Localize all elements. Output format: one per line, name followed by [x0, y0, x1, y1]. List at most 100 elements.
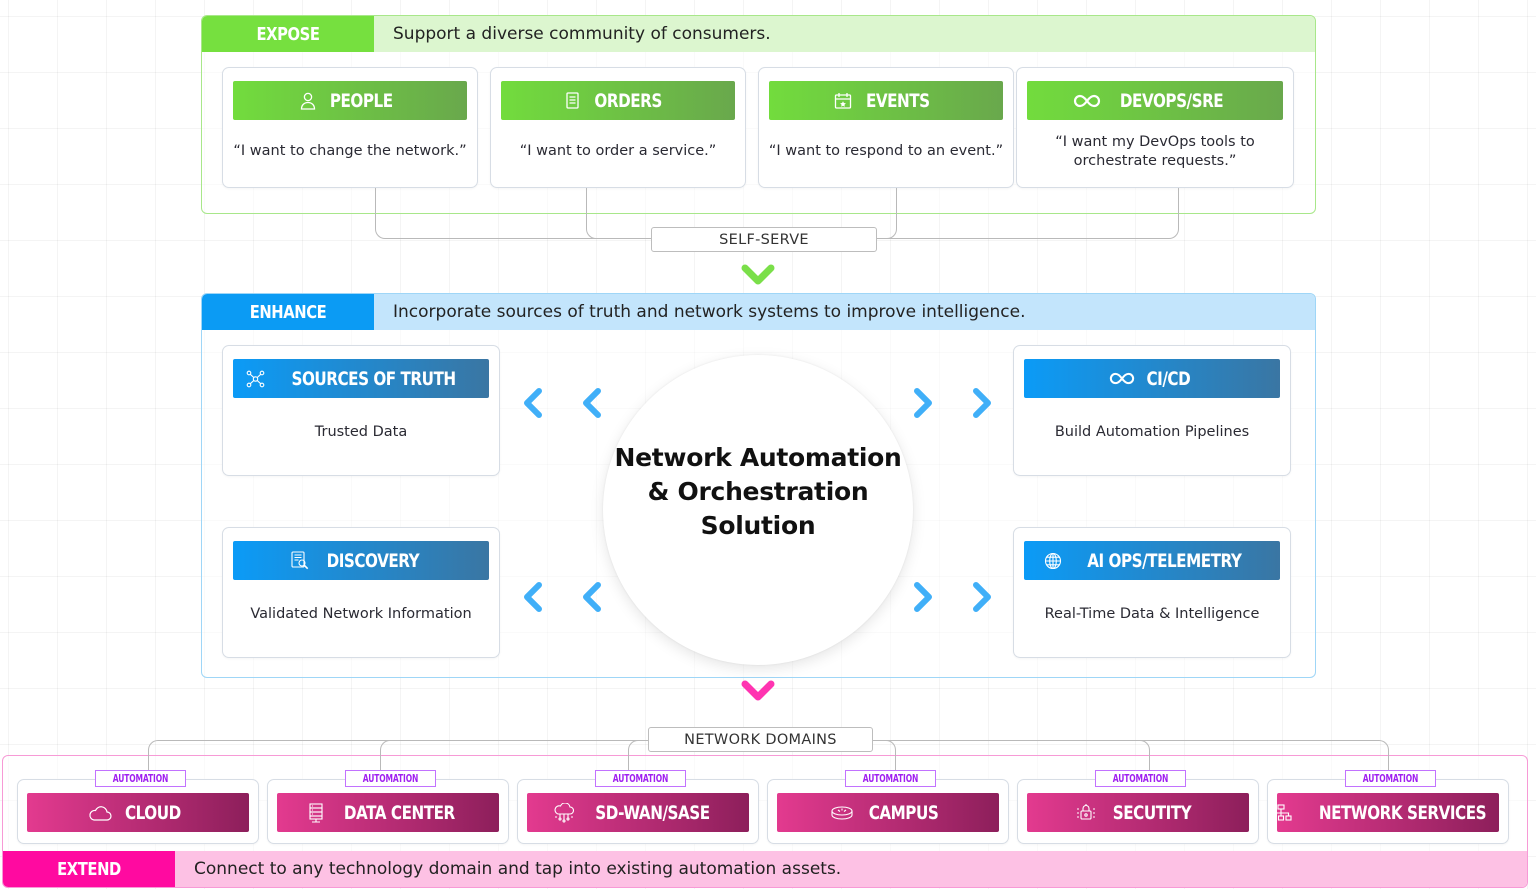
chevron-left-icon: [583, 582, 601, 612]
card-discovery-header: DISCOVERY: [233, 541, 489, 580]
chevron-left-icon: [583, 388, 601, 418]
card-cicd-title: CI/CD: [1146, 367, 1190, 390]
domain-card-data-center[interactable]: DATA CENTER: [267, 779, 509, 844]
card-sources-of-truth[interactable]: SOURCES OF TRUTH Trusted Data: [222, 345, 500, 476]
card-cicd[interactable]: CI/CD Build Automation Pipelines: [1013, 345, 1291, 476]
cloud-icon: [88, 805, 112, 821]
chevron-right-icon: [973, 582, 991, 612]
card-cicd-header: CI/CD: [1024, 359, 1280, 398]
network-nodes-icon: [246, 370, 265, 388]
connector-line: [628, 740, 648, 771]
automation-tag: AUTOMATION: [595, 770, 686, 787]
card-orders-text: “I want to order a service.”: [519, 143, 717, 159]
card-people[interactable]: PEOPLE “I want to change the network.”: [222, 67, 478, 188]
connector-line: [877, 188, 1179, 239]
domain-security-header: SECUTITY: [1027, 793, 1249, 832]
card-people-title: PEOPLE: [329, 89, 393, 112]
card-events-header: EVENTS: [769, 81, 1003, 120]
network-domains-label: NETWORK DOMAINS: [648, 727, 873, 752]
domain-card-network-services[interactable]: NETWORK SERVICES: [1267, 779, 1509, 844]
domain-data-center-header: DATA CENTER: [277, 793, 499, 832]
card-cicd-text: Build Automation Pipelines: [1054, 424, 1250, 440]
connector-line: [586, 188, 651, 239]
lock-shield-icon: [1075, 803, 1097, 823]
card-people-header: PEOPLE: [233, 81, 467, 120]
connector-line: [380, 740, 648, 771]
chevron-right-icon: [914, 388, 932, 418]
card-discovery-title: DISCOVERY: [326, 549, 420, 572]
card-aiops[interactable]: AI OPS/TELEMETRY Real-Time Data & Intell…: [1013, 527, 1291, 658]
domain-sdwan-header: SD-WAN/SASE: [527, 793, 749, 832]
chevron-down-icon: [741, 264, 775, 285]
chevron-right-icon: [914, 582, 932, 612]
domain-cloud-title: CLOUD: [125, 801, 181, 824]
card-aiops-text: Real-Time Data & Intelligence: [1044, 606, 1260, 622]
extend-footer: EXTEND Connect to any technology domain …: [3, 851, 1527, 887]
expose-tag: EXPOSE: [256, 23, 320, 45]
connector-line: [873, 740, 1389, 771]
enhance-description: Incorporate sources of truth and network…: [374, 294, 1315, 330]
automation-tag: AUTOMATION: [1095, 770, 1186, 787]
domain-sdwan-title: SD-WAN/SASE: [594, 801, 710, 824]
hierarchy-icon: [1269, 803, 1292, 822]
card-discovery-text: Validated Network Information: [250, 606, 472, 622]
chevron-right-icon: [973, 388, 991, 418]
card-aiops-header: AI OPS/TELEMETRY: [1024, 541, 1280, 580]
card-devops-title: DEVOPS/SRE: [1120, 89, 1224, 112]
domain-cloud-header: CLOUD: [27, 793, 249, 832]
domain-card-campus[interactable]: CAMPUS: [767, 779, 1009, 844]
router-icon: [830, 805, 854, 821]
domain-card-cloud[interactable]: CLOUD: [17, 779, 259, 844]
automation-tag: AUTOMATION: [345, 770, 436, 787]
card-devops-header: DEVOPS/SRE: [1027, 81, 1283, 120]
domain-card-security[interactable]: SECUTITY: [1017, 779, 1259, 844]
server-rack-icon: [308, 802, 324, 823]
hub-title: Network Automation & Orchestration Solut…: [614, 443, 902, 540]
automation-tag: AUTOMATION: [1345, 770, 1436, 787]
card-orders-title: ORDERS: [594, 89, 663, 112]
chevron-left-icon: [524, 582, 542, 612]
card-sources-of-truth-title: SOURCES OF TRUTH: [291, 367, 456, 390]
solution-hub: Network Automation & Orchestration Solut…: [603, 355, 913, 665]
domain-network-services-header: NETWORK SERVICES: [1269, 793, 1499, 832]
card-people-text: “I want to change the network.”: [233, 143, 467, 159]
self-serve-label: SELF-SERVE: [651, 227, 877, 252]
card-events[interactable]: EVENTS “I want to respond to an event.”: [758, 67, 1014, 188]
expose-description: Support a diverse community of consumers…: [374, 16, 1315, 52]
chevron-left-icon: [524, 388, 542, 418]
extend-section: EXTEND Connect to any technology domain …: [2, 755, 1528, 888]
card-events-text: “I want to respond to an event.”: [768, 143, 1004, 159]
automation-tag: AUTOMATION: [95, 770, 186, 787]
card-orders[interactable]: ORDERS “I want to order a service.”: [490, 67, 746, 188]
extend-tag: EXTEND: [57, 858, 121, 880]
enhance-header: ENHANCE Incorporate sources of truth and…: [202, 294, 1315, 330]
extend-description: Connect to any technology domain and tap…: [175, 851, 1527, 887]
expose-header: EXPOSE Support a diverse community of co…: [202, 16, 1315, 52]
calendar-icon: [834, 92, 852, 109]
domain-data-center-title: DATA CENTER: [343, 801, 455, 824]
enhance-tag: ENHANCE: [249, 301, 327, 323]
domain-campus-header: CAMPUS: [777, 793, 999, 832]
domain-card-sdwan[interactable]: SD-WAN/SASE: [517, 779, 759, 844]
infinity-icon: [1109, 372, 1135, 385]
document-icon: [565, 92, 580, 109]
cloud-network-icon: [553, 802, 575, 823]
domain-campus-title: CAMPUS: [868, 801, 938, 824]
card-aiops-title: AI OPS/TELEMETRY: [1086, 549, 1242, 572]
card-sources-of-truth-header: SOURCES OF TRUTH: [233, 359, 489, 398]
card-orders-header: ORDERS: [501, 81, 735, 120]
globe-icon: [1044, 552, 1062, 570]
person-icon: [300, 92, 316, 110]
infinity-icon: [1073, 94, 1101, 108]
card-devops-text: “I want my DevOps tools to orchestrate r…: [1055, 134, 1255, 169]
automation-tag: AUTOMATION: [845, 770, 936, 787]
document-search-icon: [291, 551, 309, 570]
domain-network-services-title: NETWORK SERVICES: [1318, 801, 1486, 824]
card-devops[interactable]: DEVOPS/SRE “I want my DevOps tools to or…: [1016, 67, 1294, 188]
domain-security-title: SECUTITY: [1112, 801, 1192, 824]
chevron-down-icon: [741, 680, 775, 701]
connector-line: [375, 188, 651, 239]
card-events-title: EVENTS: [866, 89, 930, 112]
card-sources-of-truth-text: Trusted Data: [314, 424, 408, 440]
card-discovery[interactable]: DISCOVERY Validated Network Information: [222, 527, 500, 658]
